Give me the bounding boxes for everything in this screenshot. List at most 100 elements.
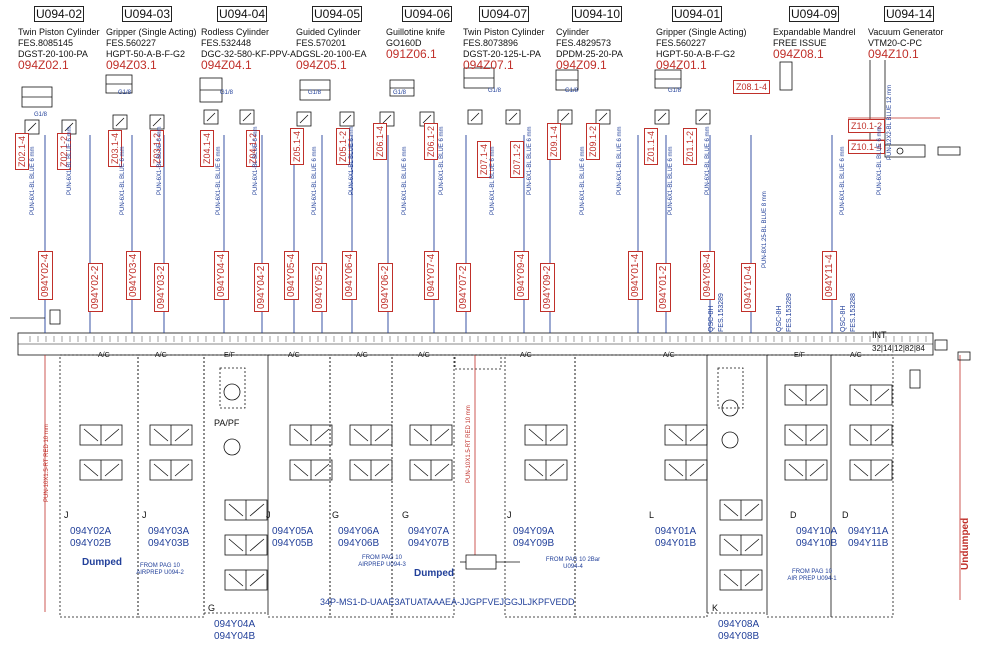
component-ref: 094Z09.1	[556, 58, 607, 72]
component-ref: 094Z04.1	[201, 58, 252, 72]
component-fes: FES.560227	[656, 38, 707, 48]
g18-fitting: G1/8	[565, 88, 579, 94]
manifold-port-label: 094Y02-4	[38, 250, 53, 300]
from-airprep-u094-3: FROM PAG 10 AIRPREP U094-3	[358, 555, 406, 568]
valve-code-a: 094Y01A	[655, 526, 697, 537]
port-label: Z01.1-4	[644, 127, 658, 165]
g18-fitting: G1/8	[308, 90, 322, 96]
manifold-port-label: 094Y09-2	[540, 262, 555, 312]
red-tube-mid: PUN-10X1.5-RT RED 10 mm	[466, 405, 472, 483]
valve-position-letter: D	[790, 510, 797, 520]
from-airprep-u094-1: FROM PAG 10 AIR PREP U094-1	[787, 569, 837, 582]
tube-label-blue-6mm: PUN-6X1-BL BLUE 6 mm	[439, 126, 445, 195]
valve-code-b: 094Y07B	[408, 538, 450, 549]
component-title: Gripper (Single Acting)	[656, 27, 747, 37]
manifold-port-label: 094Y04-2	[254, 262, 269, 312]
component-fes: FES.8085145	[18, 38, 74, 48]
component-title: Rodless Cylinder	[201, 27, 270, 37]
component-fes: FES.560227	[106, 38, 157, 48]
slot-label: E/F	[224, 352, 235, 359]
component-model: DPDM-25-20-PA	[556, 49, 623, 59]
slot-label: E/F	[794, 352, 805, 359]
qsc-fitting: QSC-8H	[840, 305, 847, 332]
g18-fitting: G1/8	[220, 90, 234, 96]
manifold-port-label: 094Y03-2	[154, 262, 169, 312]
valve-code-b: 094Y01B	[655, 538, 697, 549]
tube-label-blue-6mm: PUN-6X1-BL BLUE 6 mm	[253, 126, 259, 195]
g18-fitting: G1/8	[668, 88, 682, 94]
qsc-fes: FES.153289	[786, 293, 793, 332]
port-label: Z10.1-4	[848, 140, 886, 154]
component-tag-u094-02: U094-02	[34, 6, 84, 22]
tube-label-blue-6mm: PUN-6X1-BL BLUE 6 mm	[580, 146, 586, 215]
component-ref: 094Z08.1	[773, 47, 824, 61]
port-label: Z09.1-2	[586, 122, 600, 160]
component-ref: 094Z05.1	[296, 58, 347, 72]
tube-label-blue-6mm: PUN-6X1-BL BLUE 6 mm	[349, 126, 355, 195]
from-2bar-u094-4: FROM PAG 10 2Bar U094-4	[545, 557, 601, 570]
g18-fitting: G1/8	[118, 90, 132, 96]
port-label: Z02.1-4	[15, 132, 29, 170]
valve-code-b: 094Y05B	[272, 538, 314, 549]
valve-position-letter: J	[142, 510, 147, 520]
valve-code-a: 094Y04A	[214, 619, 256, 630]
component-tag-u094-05: U094-05	[312, 6, 362, 22]
valve-position-letter: J	[266, 510, 271, 520]
port-label: Z08.1-4	[733, 80, 771, 94]
valve-position-letter: J	[64, 510, 69, 520]
manifold-port-label: 094Y04-4	[214, 250, 229, 300]
undumped-label: Undumped	[960, 517, 971, 570]
qsc-fitting: QSC-8H	[776, 305, 783, 332]
component-tag-u094-10: U094-10	[572, 6, 622, 22]
manifold-port-label: 094Y02-2	[88, 262, 103, 312]
manifold-port-label: 094Y05-2	[312, 262, 327, 312]
valve-code-b: 094Y08B	[718, 631, 760, 642]
component-fes: FES.570201	[296, 38, 347, 48]
component-tag-u094-14: U094-14	[884, 6, 934, 22]
tube-label-blue-6mm: PUN-6X1-BL BLUE 6 mm	[67, 126, 73, 195]
valve-code-b: 094Y06B	[338, 538, 380, 549]
port-label: Z06.1-4	[373, 122, 387, 160]
slot-label: A/C	[356, 352, 368, 359]
component-ref: 094Z01.1	[656, 58, 707, 72]
red-tube-left: PUN-10X1.5-RT RED 10 mm	[44, 424, 50, 502]
dumped-label-1: Dumped	[82, 557, 122, 568]
manifold-port-label: 094Y01-2	[656, 262, 671, 312]
slot-label: A/C	[98, 352, 110, 359]
slot-label: A/C	[288, 352, 300, 359]
component-model: DGST-20-125-L-PA	[463, 49, 541, 59]
manifold-port-label: 094Y05-4	[284, 250, 299, 300]
component-fes: FES.532448	[201, 38, 252, 48]
qsc-fes: FES.153289	[718, 293, 725, 332]
tube-label-blue-12mm: PUN-12X2-BL BLUE 12 mm	[887, 84, 893, 160]
valve-position-letter: G	[332, 510, 340, 520]
manifold-port-label: 094Y08-4	[700, 250, 715, 300]
tube-label-blue-6mm: PUN-6X1-BL BLUE 6 mm	[840, 146, 846, 215]
tube-label-blue-6mm: PUN-6X1-BL BLUE 6 mm	[157, 126, 163, 195]
valve-position-letter: G	[402, 510, 410, 520]
valve-code-a: 094Y09A	[513, 526, 555, 537]
component-fes: GO160D	[386, 38, 422, 48]
slot-label: A/C	[663, 352, 675, 359]
tube-label-blue-6mm: PUN-6X1-BL BLUE 6 mm	[617, 126, 623, 195]
manifold-port-label: 094Y06-2	[378, 262, 393, 312]
component-model: HGPT-50-A-B-F-G2	[106, 49, 186, 59]
valve-code-b: 094Y10B	[796, 538, 838, 549]
port-label: Z05.1-2	[336, 127, 350, 165]
tube-label-blue-6mm: PUN-6X1-BL BLUE 6 mm	[877, 126, 883, 195]
valve-code-b: 094Y09B	[513, 538, 555, 549]
component-title: Twin Piston Cylinder	[18, 27, 100, 37]
component-tag-u094-03: U094-03	[122, 6, 172, 22]
component-fes: FREE ISSUE	[773, 38, 827, 48]
component-ref: 094Z03.1	[106, 58, 157, 72]
tube-label-blue-8mm: PUN-8X1.25-BL BLUE 8 mm	[762, 191, 768, 268]
tube-label-blue-6mm: PUN-6X1-BL BLUE 6 mm	[216, 146, 222, 215]
component-tag-u094-09: U094-09	[789, 6, 839, 22]
component-model: DGSL-20-100-EA	[296, 49, 367, 59]
port-label: Z06.1-2	[424, 122, 438, 160]
manifold-code: 34P-MS1-D-UAAE3ATUATAAAEA-JJGPFVEJGGJLJK…	[320, 597, 575, 607]
valve-position-letter: G	[208, 603, 216, 613]
valve-code-b: 094Y03B	[148, 538, 190, 549]
component-ref: 091Z06.1	[386, 47, 437, 61]
